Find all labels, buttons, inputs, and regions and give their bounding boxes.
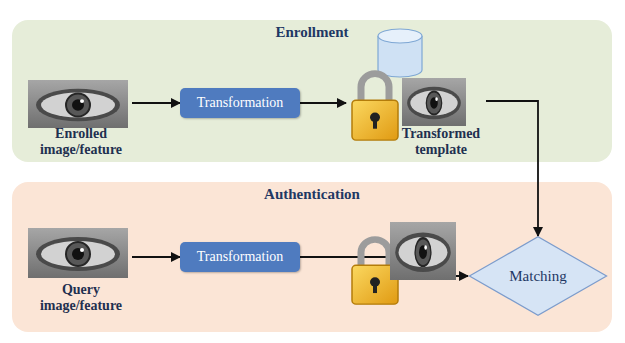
section-title: Authentication xyxy=(264,186,360,203)
process-label: Transformation xyxy=(197,249,284,265)
query-template-eye-image xyxy=(390,222,456,280)
image-caption: Enrolled image/feature xyxy=(30,126,132,158)
image-caption: Transformed template xyxy=(396,126,486,158)
process-label: Transformation xyxy=(197,95,284,111)
diamond-shape xyxy=(469,237,606,315)
template-eye-image xyxy=(402,78,466,126)
decision-label: Matching xyxy=(509,268,567,285)
flow-arrow xyxy=(300,102,346,104)
decision-diamond: Matching xyxy=(468,236,608,316)
image-node: Query image/feature xyxy=(26,226,132,316)
process-box: Transformation xyxy=(180,242,300,272)
image-caption: Query image/feature xyxy=(30,282,132,314)
flow-arrow xyxy=(486,101,538,236)
section-band: EnrollmentEnrolled image/feature Transfor… xyxy=(12,20,612,162)
section-title: Enrollment xyxy=(275,24,348,41)
database-cylinder xyxy=(378,29,422,77)
image-node: Enrolled image/feature xyxy=(26,76,132,160)
flow-arrow xyxy=(132,256,180,258)
enrolled-eye-image xyxy=(28,80,128,128)
padlock-icon xyxy=(352,74,398,141)
query-eye-image xyxy=(28,228,128,278)
flow-arrow xyxy=(132,102,180,104)
template-node: Transformed template xyxy=(346,66,486,160)
process-box: Transformation xyxy=(180,88,300,118)
